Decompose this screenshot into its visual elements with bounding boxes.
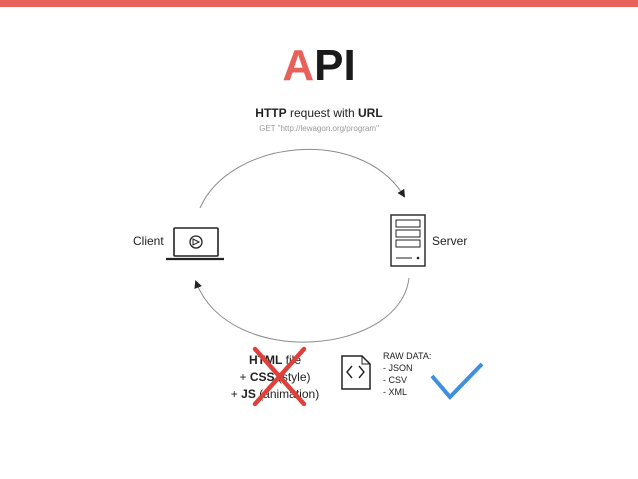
js-prefix: + bbox=[230, 387, 242, 401]
code-file-icon bbox=[341, 355, 371, 390]
raw-data-text: RAW DATA: - JSON - CSV - XML bbox=[383, 350, 431, 398]
response-arc bbox=[194, 277, 410, 343]
client-label: Client bbox=[133, 234, 164, 248]
js-line: + JS (animation) bbox=[200, 386, 350, 403]
laptop-icon bbox=[166, 227, 224, 261]
top-accent-bar bbox=[0, 0, 638, 7]
page-title: API bbox=[0, 40, 638, 92]
raw-data-heading: RAW DATA: bbox=[383, 351, 432, 361]
request-suffix: URL bbox=[358, 106, 383, 120]
css-bold: CSS bbox=[249, 370, 275, 384]
cross-icon bbox=[252, 346, 307, 407]
request-prefix: HTTP bbox=[255, 106, 287, 120]
raw-data-item: - CSV bbox=[383, 375, 408, 385]
request-example: GET "http://lewagon.org/program" bbox=[259, 124, 379, 133]
server-icon bbox=[390, 214, 426, 267]
css-prefix: + bbox=[239, 370, 250, 384]
js-bold: JS bbox=[241, 387, 256, 401]
raw-data-item: - JSON bbox=[383, 363, 413, 373]
raw-data-item: - XML bbox=[383, 387, 408, 397]
checkmark-icon bbox=[430, 362, 484, 400]
request-caption: HTTP request with URL bbox=[0, 106, 638, 120]
request-arc bbox=[199, 148, 406, 209]
title-rest: PI bbox=[314, 41, 356, 90]
server-label: Server bbox=[432, 234, 468, 248]
title-accent: A bbox=[282, 41, 315, 90]
js-rest: (animation) bbox=[255, 387, 320, 401]
request-middle: request with bbox=[286, 106, 359, 120]
